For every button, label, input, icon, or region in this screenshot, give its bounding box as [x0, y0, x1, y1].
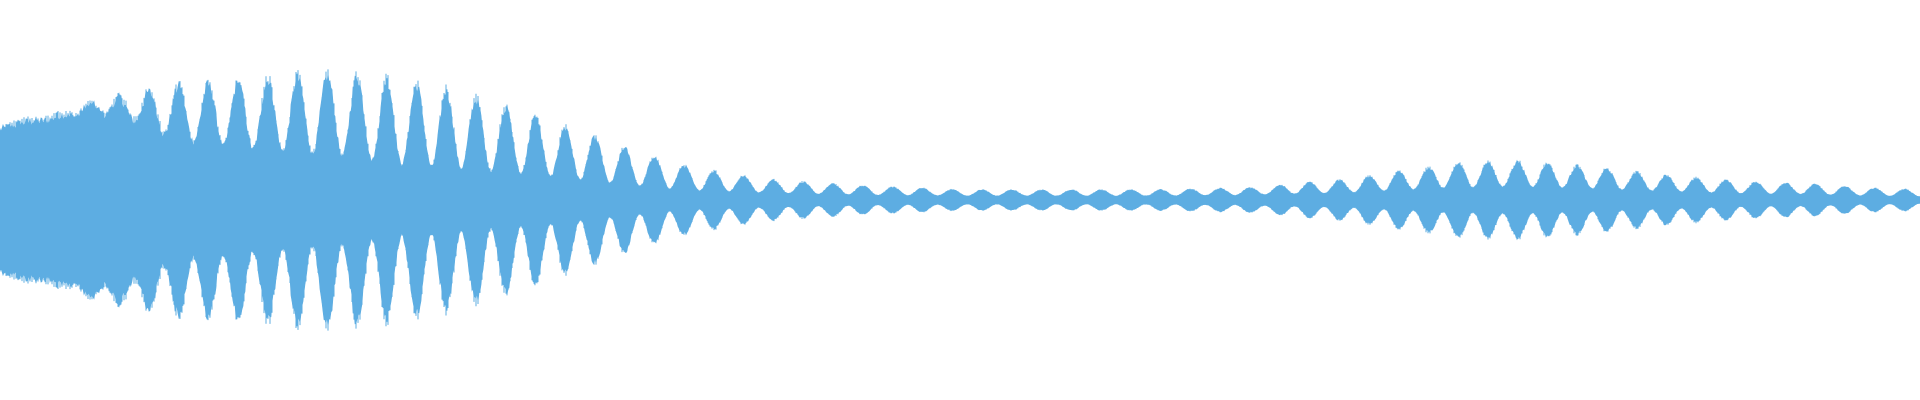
waveform-bars — [0, 69, 1920, 331]
